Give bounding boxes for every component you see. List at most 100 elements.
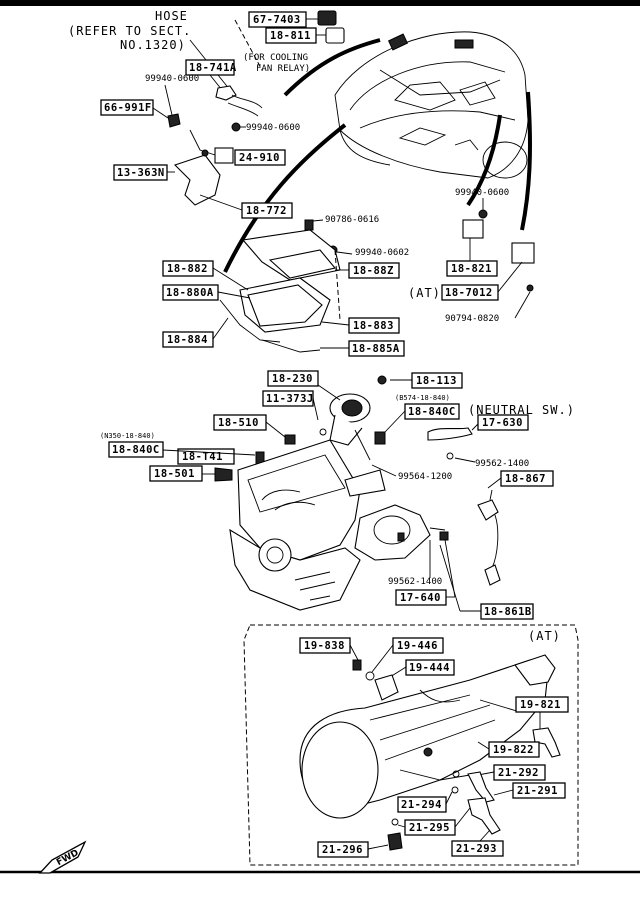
part-number-18-811[interactable]: 18-811 [270,30,311,42]
top-border-bar [0,0,640,6]
note-for-cooling: (FOR COOLING [243,53,308,63]
part-number-21-292[interactable]: 21-292 [498,767,539,779]
part-number-19-821[interactable]: 19-821 [520,699,561,711]
o2-sensor-icon [484,564,501,586]
relay-part-icon [317,10,337,26]
sensor-part-icon [214,467,233,482]
leader-sweep [520,91,532,231]
fastener-99940-0602: 99940-0602 [355,248,409,258]
part-number-18-882[interactable]: 18-882 [167,263,208,275]
part-number-18-113[interactable]: 18-113 [416,375,457,387]
part-number-67-7403[interactable]: 67-7403 [253,14,301,26]
neutral-switch-icon [427,427,473,441]
note-neutral-switch: (NEUTRAL SW.) [468,403,575,417]
part-label-box [493,764,546,781]
part-number-18-741a[interactable]: 18-741A [189,62,237,74]
ref-n350-18-840: (N350-18-840) [100,432,155,440]
part-number-18-88z[interactable]: 18-88Z [353,265,394,277]
part-number-21-296[interactable]: 21-296 [322,844,363,856]
note-fan-relay: FAN RELAY) [256,64,310,74]
relay-part-icon [462,219,484,239]
part-number-11-373j[interactable]: 11-373J [266,393,314,405]
part-label-box [265,27,317,44]
part-number-18-501[interactable]: 18-501 [154,468,195,480]
clip-part-icon [167,113,181,128]
part-label-box [234,149,286,166]
sensor-part-icon [374,431,386,445]
part-number-18-885a[interactable]: 18-885A [352,343,400,355]
part-number-18-867[interactable]: 18-867 [505,473,546,485]
sensor-part-icon [477,499,499,521]
part-number-18-840c[interactable]: 18-840C [112,444,160,456]
part-number-18-7012[interactable]: 18-7012 [445,287,493,299]
part-number-17-630[interactable]: 17-630 [482,417,523,429]
part-label-box [411,372,463,389]
bolt-icon [352,659,362,671]
part-number-21-293[interactable]: 21-293 [456,843,497,855]
part-number-21-291[interactable]: 21-291 [517,785,558,797]
nut-icon [231,122,241,132]
part-label-box [108,441,164,458]
part-label-box [451,840,504,857]
inhibitor-switch-icon [374,674,399,701]
part-number-18-883[interactable]: 18-883 [353,320,394,332]
sensor-part-icon [377,375,387,385]
hose-title: HOSE [155,9,188,23]
engine-block-illustration [229,439,446,611]
hose-reference-line1: (REFER TO SECT. [68,24,191,38]
part-number-18-821[interactable]: 18-821 [451,263,492,275]
part-number-21-294[interactable]: 21-294 [401,799,442,811]
part-number-19-446[interactable]: 19-446 [397,640,438,652]
part-number-17-640[interactable]: 17-640 [400,592,441,604]
fastener-99562-1400: 99562-1400 [475,459,529,469]
dashed-leader [234,19,263,71]
forward-arrow-icon: FWD [38,840,87,874]
part-number-19-444[interactable]: 19-444 [409,662,450,674]
part-number-18-880a[interactable]: 18-880A [166,287,214,299]
part-number-18-230[interactable]: 18-230 [272,373,313,385]
fastener-90786-0616: 90786-0616 [325,215,379,225]
part-label-box [446,260,498,277]
part-number-19-838[interactable]: 19-838 [304,640,345,652]
part-label-box [317,841,369,858]
fastener-99940-0600: 99940-0600 [145,74,199,84]
part-label-box [515,696,569,713]
part-number-18-884[interactable]: 18-884 [167,334,208,346]
note-at-lower: (AT) [528,629,561,643]
note-at-upper: (AT) [408,286,441,300]
part-label-box [267,370,319,387]
part-label-box [348,317,400,334]
hose-reference-line2: NO.1320) [120,38,186,52]
part-number-66-991f[interactable]: 66-991F [104,102,152,114]
part-number-18-772[interactable]: 18-772 [246,205,287,217]
part-label-box [512,782,566,799]
part-label-box [397,796,447,813]
part-number-24-910[interactable]: 24-910 [239,152,280,164]
at-section-boundary [243,624,579,866]
sensor-part-icon [467,797,501,835]
transmission-illustration [299,654,556,819]
sensor-part-icon [215,85,237,101]
part-label-box [488,741,540,758]
sensor-part-icon [387,832,403,851]
part-label-box [395,589,447,606]
sensor-part-icon [467,771,495,803]
part-number-13-363n[interactable]: 13-363N [117,167,165,179]
fastener-99940-0600: 99940-0600 [455,188,509,198]
leader-sweep [223,123,347,273]
fastener-99562-1400: 99562-1400 [388,577,442,587]
leader-sweep [283,38,381,97]
fastener-99564-1200: 99564-1200 [398,472,452,482]
part-label-box [441,284,499,301]
part-number-18-510[interactable]: 18-510 [218,417,259,429]
part-label-box [480,603,534,620]
part-number-19-822[interactable]: 19-822 [493,744,534,756]
fastener-99940-0600: 99940-0600 [246,123,300,133]
part-label-box [241,202,293,219]
part-number-18-t41[interactable]: 18-T41 [182,451,223,463]
part-label-box [162,331,214,348]
solenoid-part-icon [214,147,234,164]
part-number-18-840c[interactable]: 18-840C [408,406,456,418]
part-number-21-295[interactable]: 21-295 [409,822,450,834]
part-number-18-861b[interactable]: 18-861B [484,606,532,618]
